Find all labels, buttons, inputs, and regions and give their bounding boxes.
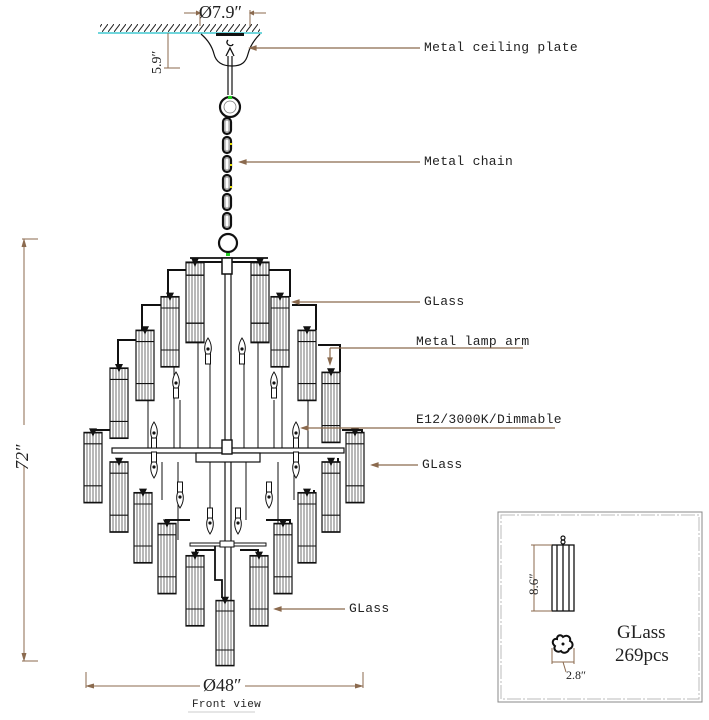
callout-bulb: E12/3000K/Dimmable	[416, 412, 562, 427]
ceiling-plate-dimension	[164, 10, 266, 69]
callout-leaders	[238, 45, 555, 612]
callout-chain: Metal chain	[424, 154, 514, 169]
chain	[217, 95, 242, 256]
overall-height: 72″	[12, 444, 32, 471]
callout-glass-top: GLass	[424, 294, 465, 309]
glass-tubes	[83, 256, 365, 667]
overall-diameter: Ø48″	[203, 675, 242, 695]
callout-lamp-arm: Metal lamp arm	[416, 334, 530, 349]
ceiling-plate-diameter: Ø7.9″	[199, 2, 242, 22]
ceiling	[98, 24, 262, 34]
glass-height-dim: 8.6″	[526, 573, 541, 595]
ceiling-plate-height: 5.9″	[150, 50, 165, 74]
width-dimension	[85, 672, 364, 713]
callout-ceiling-plate: Metal ceiling plate	[424, 40, 578, 55]
detail-quantity: 269pcs	[615, 645, 669, 666]
view-label: Front view	[192, 699, 262, 711]
height-dimension	[21, 238, 38, 662]
glass-detail-box	[497, 511, 703, 703]
callout-glass-middle: GLass	[422, 457, 463, 472]
ceiling-plate	[200, 33, 261, 95]
glass-width-dim: 2.8″	[566, 668, 586, 682]
callout-glass-bottom: GLass	[349, 601, 390, 616]
detail-title: GLass	[617, 622, 666, 643]
